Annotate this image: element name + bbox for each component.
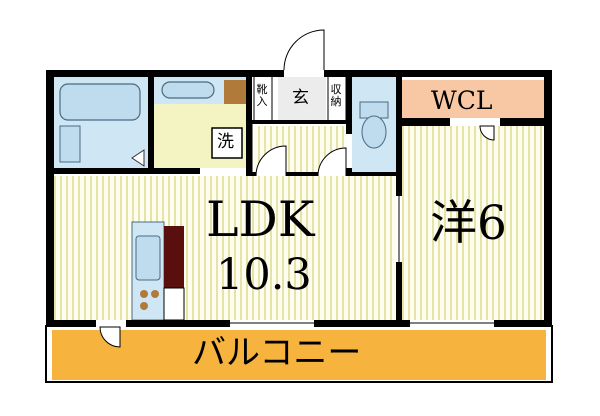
toilet-bowl (361, 115, 387, 149)
front-door-swing (283, 29, 325, 71)
label-storage: 収 納 (330, 84, 342, 108)
room-area-ldk: 10.3 (216, 250, 312, 300)
label-shoe-storage: 靴 入 (256, 84, 268, 108)
bath-step (59, 125, 81, 163)
stove-burner (151, 290, 159, 298)
kitchen-panel (164, 226, 184, 288)
front-door-opening (284, 70, 324, 77)
wall-bath-wash (148, 76, 154, 172)
wcl-door-swing (479, 125, 495, 141)
wcl-door-opening (450, 118, 500, 126)
toilet-door-opening (346, 134, 352, 168)
stove-burner (140, 302, 148, 310)
bathtub (59, 83, 141, 121)
entrance-floor (278, 76, 326, 122)
ldk-door-opening (200, 168, 246, 174)
washer-box (211, 127, 243, 159)
hall-door-swing (255, 145, 287, 177)
balcony (52, 330, 546, 380)
outer-wall-right (544, 70, 552, 326)
room-label-western: 洋6 (430, 196, 507, 251)
balcony-door-opening (96, 320, 126, 327)
stove-burner (140, 290, 148, 298)
wall-wash-hall (246, 76, 252, 176)
label-char: 収 (330, 83, 342, 96)
wall-toilet-left (346, 76, 352, 176)
washbasin (161, 81, 215, 99)
room-label-entrance: 玄 (292, 88, 309, 108)
refrigerator-space (163, 287, 185, 321)
label-char: 靴 (256, 83, 268, 96)
outer-wall-left (46, 70, 54, 326)
room-label-wcl: WCL (431, 86, 493, 115)
western-room-floor (402, 126, 544, 322)
balcony-door-swing (99, 326, 121, 348)
room-label-ldk: LDK (206, 191, 315, 248)
kitchen-sink (135, 235, 161, 281)
ldk-floor (54, 176, 396, 322)
room-label-balcony: バルコニー (192, 333, 362, 373)
toilet-door-swing (317, 147, 347, 177)
wall-entrance-lower (252, 120, 352, 124)
brown-accent (224, 80, 248, 104)
label-char: 納 (330, 95, 342, 108)
wcl-box (402, 80, 544, 118)
label-char: 入 (256, 95, 268, 108)
bath-door-mark (131, 149, 145, 167)
room-label-washer: 洗 (217, 132, 234, 152)
